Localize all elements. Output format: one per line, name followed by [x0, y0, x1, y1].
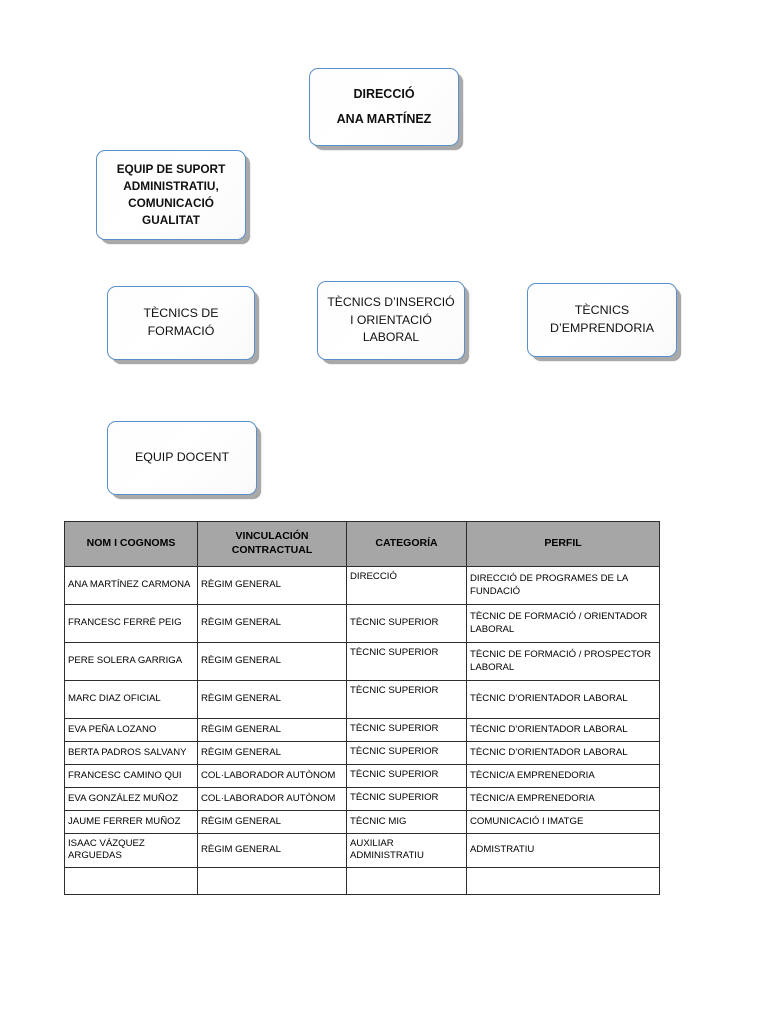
- cell-vinculacio: RÈGIM GENERAL: [197, 642, 347, 681]
- cell-nom: FRANCESC FERRÉ PEIG: [64, 604, 198, 643]
- org-box-line: EQUIP DE SUPORT: [116, 161, 226, 176]
- cell-nom: [64, 866, 198, 895]
- column-header-categoria: CATEGORÍA: [346, 521, 467, 567]
- table-row: ISAAC VÁZQUEZ ARGUEDAS RÈGIM GENERAL AUX…: [64, 833, 660, 868]
- cell-nom: FRANCESC CAMINO QUI: [64, 764, 198, 788]
- cell-categoria: TÈCNIC MIG: [346, 810, 467, 834]
- table-row: ANA MARTÍNEZ CARMONA RÈGIM GENERAL DIREC…: [64, 566, 660, 605]
- cell-nom: ANA MARTÍNEZ CARMONA: [64, 566, 198, 605]
- cell-nom: EVA PEÑA LOZANO: [64, 718, 198, 742]
- cell-vinculacio: RÈGIM GENERAL: [197, 718, 347, 742]
- org-box-line: ADMINISTRATIU,: [123, 178, 219, 193]
- cell-categoria: TÈCNIC SUPERIOR: [346, 604, 467, 643]
- header-line: CATEGORÍA: [375, 537, 438, 550]
- staff-table: NOM I COGNOMS VINCULACIÓN CONTRACTUAL CA…: [64, 521, 660, 895]
- column-header-perfil: PERFIL: [466, 521, 660, 567]
- org-box-equip-docent[interactable]: EQUIP DOCENT: [107, 421, 257, 495]
- cell-vinculacio: RÈGIM GENERAL: [197, 833, 347, 868]
- org-box-line: DIRECCIÓ: [353, 87, 415, 101]
- cell-categoria: TÈCNIC SUPERIOR: [346, 718, 467, 742]
- column-header-nom-i-cognoms: NOM I COGNOMS: [64, 521, 198, 567]
- org-box-line: EQUIP DOCENT: [134, 450, 230, 464]
- header-line: PERFIL: [544, 537, 582, 550]
- org-box-line: GUALITAT: [142, 213, 200, 228]
- org-box-line: D’EMPRENDORIA: [550, 321, 654, 335]
- cell-perfil: TÈCNIC DE FORMACIÓ / PROSPECTOR LABORAL: [466, 642, 660, 681]
- cell-categoria: TÈCNIC SUPERIOR: [346, 787, 467, 811]
- cell-vinculacio: COL·LABORADOR AUTÒNOM: [197, 764, 347, 788]
- cell-nom: MARC DIAZ OFICIAL: [64, 680, 198, 719]
- org-box-line: ANA MARTÍNEZ: [336, 112, 432, 126]
- table-row: BERTA PADROS SALVANY RÈGIM GENERAL TÈCNI…: [64, 741, 660, 765]
- cell-vinculacio: RÈGIM GENERAL: [197, 810, 347, 834]
- table-row: JAUME FERRER MUÑOZ RÈGIM GENERAL TÈCNIC …: [64, 810, 660, 834]
- org-box-tecnics-formacio[interactable]: TÈCNICS DE FORMACIÓ: [107, 286, 255, 360]
- cell-perfil: TÈCNIC/A EMPRENEDORIA: [466, 764, 660, 788]
- cell-categoria: DIRECCIÓ: [346, 566, 467, 605]
- cell-nom: PERE SOLERA GARRIGA: [64, 642, 198, 681]
- cell-nom: JAUME FERRER MUÑOZ: [64, 810, 198, 834]
- cell-vinculacio: RÈGIM GENERAL: [197, 604, 347, 643]
- table-row: FRANCESC FERRÉ PEIG RÈGIM GENERAL TÈCNIC…: [64, 604, 660, 643]
- org-box-line: TÈCNICS: [574, 303, 630, 318]
- cell-categoria: [346, 866, 467, 895]
- table-row: EVA PEÑA LOZANO RÈGIM GENERAL TÈCNIC SUP…: [64, 718, 660, 742]
- table-row: EVA GONZÁLEZ MUÑOZ COL·LABORADOR AUTÒNOM…: [64, 787, 660, 811]
- cell-perfil: DIRECCIÓ DE PROGRAMES DE LA FUNDACIÓ: [466, 566, 660, 605]
- cell-categoria: TÈCNIC SUPERIOR: [346, 741, 467, 765]
- org-box-line: LABORAL: [362, 330, 420, 345]
- header-line: VINCULACIÓN: [235, 530, 309, 543]
- cell-nom: ISAAC VÁZQUEZ ARGUEDAS: [64, 833, 198, 868]
- cell-perfil: TÈCNIC/A EMPRENEDORIA: [466, 787, 660, 811]
- cell-vinculacio: COL·LABORADOR AUTÒNOM: [197, 787, 347, 811]
- table-row: FRANCESC CAMINO QUI COL·LABORADOR AUTÒNO…: [64, 764, 660, 788]
- cell-categoria: TÈCNIC SUPERIOR: [346, 764, 467, 788]
- table-header-row: NOM I COGNOMS VINCULACIÓN CONTRACTUAL CA…: [64, 521, 660, 567]
- header-line: CONTRACTUAL: [231, 544, 313, 556]
- org-box-direccio[interactable]: DIRECCIÓ ANA MARTÍNEZ: [309, 68, 459, 146]
- cell-perfil: ADMISTRATIU: [466, 833, 660, 868]
- cell-vinculacio: [197, 866, 347, 895]
- cell-perfil: TÈCNIC D’ORIENTADOR LABORAL: [466, 680, 660, 719]
- org-box-line: COMUNICACIÓ: [128, 196, 214, 210]
- cell-nom: BERTA PADROS SALVANY: [64, 741, 198, 765]
- column-header-vinculacion-contractual: VINCULACIÓN CONTRACTUAL: [197, 521, 347, 567]
- cell-perfil: TÈCNIC D’ORIENTADOR LABORAL: [466, 718, 660, 742]
- table-row-empty: [64, 866, 660, 895]
- org-box-tecnics-emprendoria[interactable]: TÈCNICS D’EMPRENDORIA: [527, 283, 677, 357]
- org-box-equip-suport[interactable]: EQUIP DE SUPORT ADMINISTRATIU, COMUNICAC…: [96, 150, 246, 240]
- cell-vinculacio: RÈGIM GENERAL: [197, 680, 347, 719]
- cell-perfil: TÈCNIC DE FORMACIÓ / ORIENTADOR LABORAL: [466, 604, 660, 643]
- header-line: NOM I COGNOMS: [86, 537, 176, 550]
- cell-categoria: AUXILIAR ADMINISTRATIU: [346, 833, 467, 868]
- cell-vinculacio: RÈGIM GENERAL: [197, 741, 347, 765]
- org-box-line: TÈCNICS D’INSERCIÓ: [327, 294, 455, 309]
- cell-nom: EVA GONZÁLEZ MUÑOZ: [64, 787, 198, 811]
- cell-perfil: COMUNICACIÓ I IMATGE: [466, 810, 660, 834]
- cell-perfil: [466, 866, 660, 895]
- org-box-line: I ORIENTACIÓ: [350, 312, 432, 327]
- table-row: PERE SOLERA GARRIGA RÈGIM GENERAL TÈCNIC…: [64, 642, 660, 681]
- org-box-line: TÈCNICS DE: [143, 306, 219, 321]
- table-row: MARC DIAZ OFICIAL RÈGIM GENERAL TÈCNIC S…: [64, 680, 660, 719]
- cell-categoria: TÈCNIC SUPERIOR: [346, 642, 467, 681]
- cell-categoria: TÈCNIC SUPERIOR: [346, 680, 467, 719]
- cell-perfil: TÈCNIC D’ORIENTADOR LABORAL: [466, 741, 660, 765]
- org-box-tecnics-insercio-orientacio-laboral[interactable]: TÈCNICS D’INSERCIÓ I ORIENTACIÓ LABORAL: [317, 281, 465, 360]
- org-box-line: FORMACIÓ: [147, 324, 215, 338]
- cell-vinculacio: RÈGIM GENERAL: [197, 566, 347, 605]
